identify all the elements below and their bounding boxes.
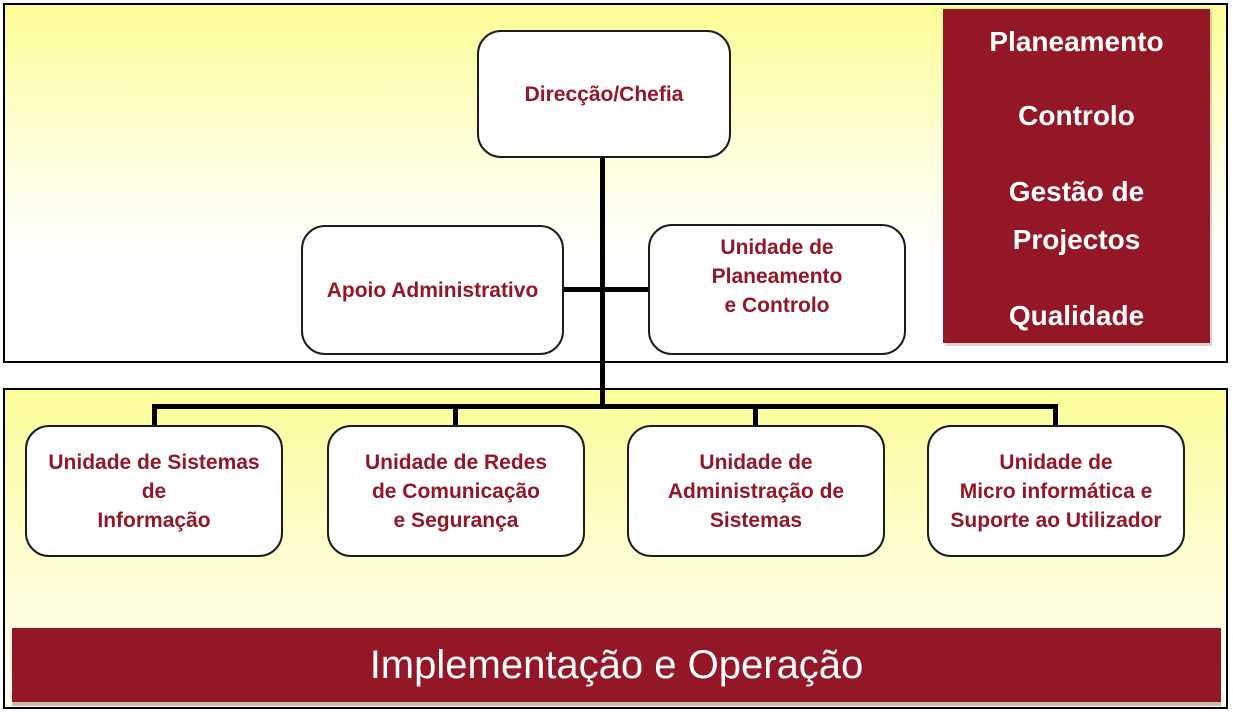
node-unidade-redes-comunicacao-line2: de Comunicação <box>371 479 541 503</box>
connector-drop-microinformatica <box>1053 404 1058 426</box>
panel-item-controlo: Controlo <box>1018 100 1135 131</box>
panel-item-qualidade: Qualidade <box>1008 300 1145 331</box>
panel-item-gestao-de: Gestão de <box>1008 176 1145 207</box>
connector-drop-sistemas <box>152 404 157 426</box>
node-unidade-planeamento-controlo-line1: Unidade de <box>720 236 834 259</box>
connector-drop-redes <box>453 404 458 426</box>
node-unidade-administracao-sistemas: Unidade de Administração de Sistemas <box>627 425 885 557</box>
panel-item-planeamento: Planeamento <box>989 26 1164 57</box>
node-unidade-planeamento-controlo-line2: Planeamento <box>711 265 843 288</box>
node-apoio-administrativo-label: Apoio Administrativo <box>326 278 539 302</box>
node-unidade-administracao-sistemas-line3: Sistemas <box>709 508 803 532</box>
node-unidade-microinformatica: Unidade de Micro informática e Suporte a… <box>927 425 1185 557</box>
node-unidade-sistemas-informacao: Unidade de Sistemas de Informação <box>25 425 283 557</box>
node-unidade-redes-comunicacao-line3: e Segurança <box>393 508 519 532</box>
connector-middle-horizontal <box>561 287 651 292</box>
node-unidade-sistemas-informacao-line2: de <box>141 479 167 503</box>
node-apoio-administrativo: Apoio Administrativo <box>301 225 564 355</box>
node-unidade-redes-comunicacao-line1: Unidade de Redes <box>364 450 548 474</box>
implementation-operation-banner: Implementação e Operação <box>12 628 1221 702</box>
node-unidade-planeamento-controlo-line3: e Controlo <box>724 294 830 317</box>
node-unidade-sistemas-informacao-line1: Unidade de Sistemas <box>48 450 260 474</box>
node-unidade-microinformatica-line3: Suporte ao Utilizador <box>950 508 1162 532</box>
node-unidade-microinformatica-line1: Unidade de <box>999 450 1113 474</box>
node-unidade-administracao-sistemas-line1: Unidade de <box>699 450 813 474</box>
connector-trunk-vertical <box>600 157 605 408</box>
node-unidade-administracao-sistemas-line2: Administração de <box>667 479 845 503</box>
management-functions-panel: Planeamento Controlo Gestão de Projectos… <box>943 9 1210 343</box>
connector-drop-administracao <box>753 404 758 426</box>
connector-bottom-horizontal <box>152 404 1058 409</box>
node-unidade-microinformatica-line2: Micro informática e <box>959 479 1153 503</box>
node-unidade-redes-comunicacao: Unidade de Redes de Comunicação e Segura… <box>327 425 585 557</box>
node-unidade-sistemas-informacao-line3: Informação <box>97 508 211 532</box>
panel-item-projectos: Projectos <box>1012 224 1141 255</box>
node-direccao-chefia-label: Direcção/Chefia <box>524 82 684 106</box>
node-unidade-planeamento-controlo: Unidade de Planeamento e Controlo <box>648 224 906 355</box>
implementation-operation-banner-label: Implementação e Operação <box>369 642 864 687</box>
node-direccao-chefia: Direcção/Chefia <box>477 30 731 158</box>
